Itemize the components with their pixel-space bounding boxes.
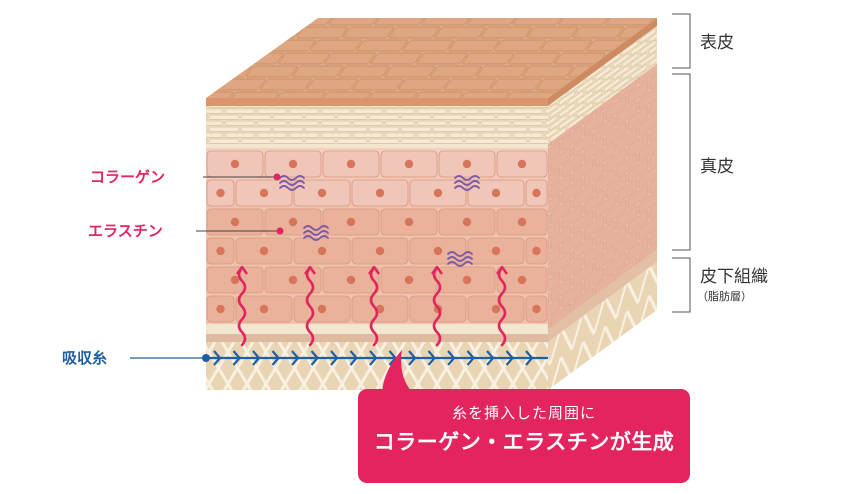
callout-line2: コラーゲン・エラスチンが生成	[373, 430, 675, 454]
front-face	[206, 106, 548, 390]
fiber-squiggle	[279, 175, 305, 191]
cell-nucleus	[433, 188, 443, 198]
layer-brackets	[672, 13, 691, 313]
cell-nucleus	[517, 159, 527, 169]
cell-nucleus	[259, 188, 269, 198]
thread-barb	[466, 350, 475, 366]
cell-nucleus	[404, 217, 414, 227]
fiber-squiggle	[454, 175, 480, 191]
cell-nucleus	[433, 246, 443, 256]
absorbable-thread	[202, 350, 548, 366]
growth-arrow	[431, 265, 443, 347]
cell-nucleus	[346, 159, 356, 169]
cell-nucleus	[375, 188, 385, 198]
thread-barb	[349, 350, 358, 366]
callout-bubble	[358, 350, 690, 483]
cell-nucleus	[216, 304, 225, 314]
thread-barb	[213, 350, 222, 366]
cell-nucleus	[317, 246, 327, 256]
thread-barb	[525, 350, 534, 366]
dermis-cells	[206, 150, 548, 323]
cell-nucleus	[230, 217, 240, 227]
cell-nucleus	[491, 188, 501, 198]
cell-nucleus	[288, 275, 298, 285]
thread-barb	[291, 350, 300, 366]
thread-barb	[271, 350, 280, 366]
thread-barb	[408, 350, 417, 366]
thread-barb	[486, 350, 495, 366]
cell-nucleus	[532, 304, 541, 314]
callout-line1: 糸を挿入した周囲に	[451, 404, 596, 422]
thread-barb	[232, 350, 241, 366]
cell-nucleus	[375, 246, 385, 256]
thread-barb	[369, 350, 378, 366]
growth-arrows	[236, 265, 508, 347]
cell-nucleus	[491, 304, 501, 314]
growth-arrow	[496, 265, 508, 347]
elastin-marker	[276, 227, 284, 235]
cell-nucleus	[216, 246, 225, 256]
cell-nucleus	[230, 275, 240, 285]
cell-nucleus	[288, 159, 298, 169]
cell-nucleus	[404, 159, 414, 169]
leader-lines	[130, 173, 284, 359]
epidermis-label: 表皮	[700, 33, 734, 53]
thread-barb	[310, 350, 319, 366]
collagen-elastin-fibers	[279, 175, 480, 267]
collagen-label: コラーゲン	[90, 168, 166, 186]
epidermis-top-surface	[206, 18, 657, 106]
growth-arrow	[304, 265, 316, 347]
cell-nucleus	[259, 304, 269, 314]
cell-nucleus	[317, 188, 327, 198]
subcutaneous-note: （脂肪層）	[697, 290, 752, 303]
cell-nucleus	[346, 217, 356, 227]
growth-arrow	[368, 265, 380, 347]
thread-barb	[330, 350, 339, 366]
cell-nucleus	[517, 275, 527, 285]
cell-nucleus	[346, 275, 356, 285]
cell-nucleus	[517, 217, 527, 227]
cell-nucleus	[462, 217, 472, 227]
elastin-label: エラスチン	[88, 222, 163, 240]
cell-nucleus	[404, 275, 414, 285]
cell-nucleus	[462, 275, 472, 285]
thread-label: 吸収糸	[62, 349, 108, 367]
side-face	[548, 26, 657, 390]
cell-nucleus	[230, 159, 240, 169]
thread-barb	[252, 350, 261, 366]
cell-nucleus	[259, 246, 269, 256]
thread-barb	[447, 350, 456, 366]
collagen-marker	[273, 173, 281, 181]
cell-nucleus	[288, 217, 298, 227]
dermis-label: 真皮	[700, 157, 734, 177]
cell-nucleus	[532, 246, 541, 256]
thread-barb	[505, 350, 514, 366]
subcutaneous-label: 皮下組織	[700, 267, 768, 287]
cell-nucleus	[532, 188, 541, 198]
cell-nucleus	[216, 188, 225, 198]
cell-nucleus	[317, 304, 327, 314]
cell-nucleus	[462, 159, 472, 169]
fiber-squiggle	[447, 251, 473, 267]
thread-barb	[427, 350, 436, 366]
growth-arrow	[236, 265, 248, 347]
cell-nucleus	[491, 246, 501, 256]
fiber-squiggle	[303, 225, 329, 241]
